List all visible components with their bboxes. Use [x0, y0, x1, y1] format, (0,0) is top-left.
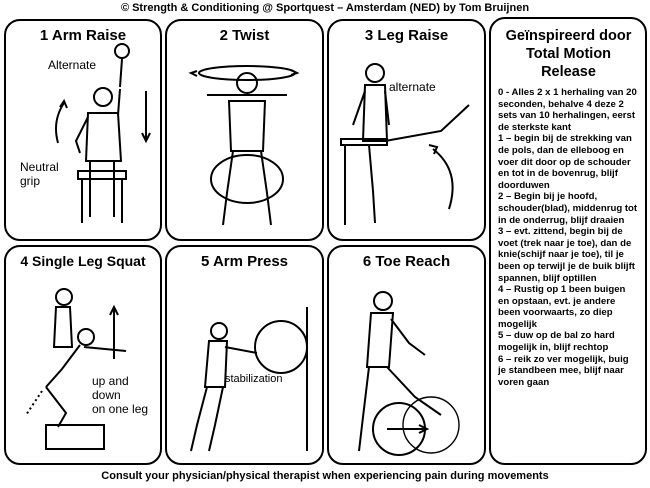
- label-stabilization: stabilization: [225, 373, 283, 385]
- panel-arm-press: 5 Arm Press stabilization: [165, 245, 324, 465]
- arm-raise-illustration: [55, 43, 151, 223]
- instructions-title: Geïnspireerd door Total Motion Release: [498, 27, 639, 81]
- instruction-item: 5 – duw op de bal zo hard mogelijk in, b…: [498, 330, 615, 354]
- curved-arrow-up-icon: [55, 102, 65, 144]
- arm-press-illustration: [190, 307, 308, 452]
- panel-title: 1 Arm Raise: [39, 27, 127, 44]
- panel-title: 4 Single Leg Squat: [20, 253, 146, 269]
- label-neutral: Neutral: [20, 160, 59, 174]
- panel-leg-raise: 3 Leg Raise alternate: [327, 19, 486, 241]
- safety-footer: Consult your physician/physical therapis…: [101, 470, 549, 482]
- instruction-item: 4 – Rustig op 1 been buigen en opstaan, …: [498, 284, 626, 330]
- panel-title: 3 Leg Raise: [364, 27, 449, 44]
- label-alternate: alternate: [389, 80, 436, 94]
- instruction-item: 6 – reik zo ver mogelijk, buig je standb…: [498, 353, 629, 388]
- instructions-title-line: Total Motion: [525, 46, 612, 62]
- instructions-body: 0 - Alles 2 x 1 herhaling van 20 seconde…: [498, 87, 639, 388]
- panel-toe-reach: 6 Toe Reach: [327, 245, 486, 465]
- instruction-item: 2 – Begin bij je hoofd, schouder(blad), …: [498, 191, 638, 226]
- instructions-title-line: Geïnspireerd door: [505, 28, 632, 44]
- instruction-item: 1 – begin bij de strekking van de pols, …: [498, 133, 632, 191]
- copyright-header: © Strength & Conditioning @ Sportquest –…: [120, 2, 530, 14]
- panel-title: 6 Toe Reach: [362, 253, 451, 270]
- label-alternate: Alternate: [48, 58, 97, 72]
- panel-single-leg-squat: 4 Single Leg Squat up and down on one le…: [4, 245, 162, 465]
- squat-illustration: [25, 288, 127, 450]
- instructions-title-line: Release: [541, 64, 596, 80]
- panel-twist: 2 Twist: [165, 19, 324, 241]
- curved-arrow-icon: [432, 148, 454, 210]
- leg-raise-illustration: [340, 63, 470, 225]
- label-up-and: up and: [92, 374, 129, 388]
- label-grip: grip: [20, 174, 41, 188]
- label-down: down: [92, 388, 121, 402]
- panel-arm-raise: 1 Arm Raise Alternate Neutral grip: [4, 19, 162, 241]
- instructions-panel: Geïnspireerd door Total Motion Release 0…: [489, 17, 647, 465]
- label-on-one-leg: on one leg: [92, 402, 149, 416]
- instruction-item: 3 – evt. zittend, begin bij de voet (tre…: [498, 226, 635, 284]
- panel-title: 2 Twist: [219, 27, 270, 44]
- instruction-item: 0 - Alles 2 x 1 herhaling van 20 seconde…: [498, 87, 637, 133]
- panel-title: 5 Arm Press: [201, 253, 288, 270]
- toe-reach-illustration: [358, 291, 460, 456]
- twist-illustration: [188, 65, 300, 226]
